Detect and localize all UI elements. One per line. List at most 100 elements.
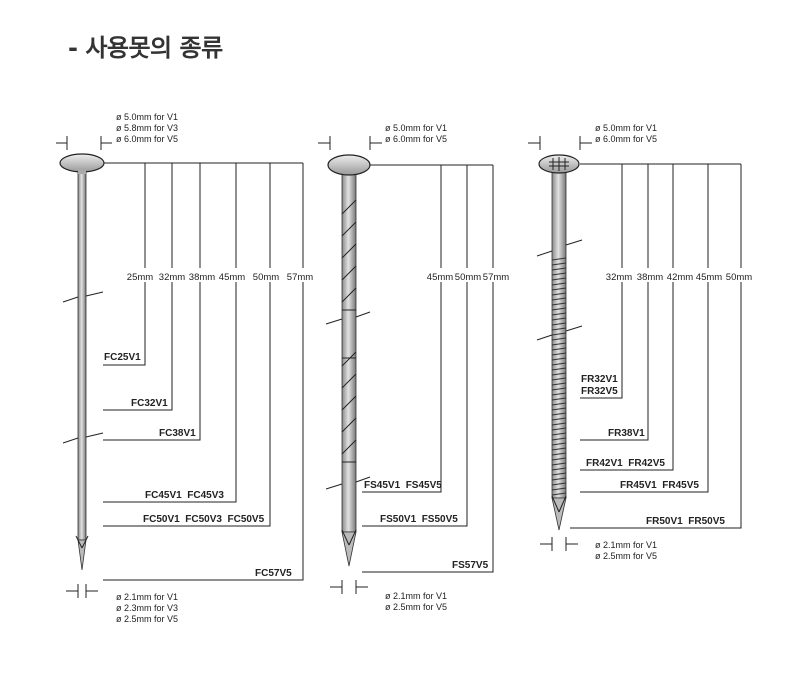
ring-groove	[551, 487, 567, 491]
svg-text:ø 5.0mm for V1: ø 5.0mm for V1	[385, 123, 447, 133]
length-reference-lines	[362, 164, 494, 573]
ring-groove	[551, 452, 567, 456]
model-label: FS45V1 FS45V5	[364, 480, 442, 491]
length-label: 38mm	[637, 272, 663, 283]
ring-groove	[551, 372, 567, 376]
page-title: - 사용못의 종류	[68, 34, 223, 62]
ring-groove	[551, 457, 567, 461]
svg-text:ø 6.0mm for V5: ø 6.0mm for V5	[116, 134, 178, 144]
head-diameter-specs: ø 5.0mm for V1 ø 5.8mm for V3 ø 6.0mm fo…	[116, 112, 178, 144]
ring-groove	[551, 307, 567, 311]
ring-groove	[551, 342, 567, 346]
ring-groove	[551, 422, 567, 426]
length-label: 42mm	[667, 272, 693, 283]
ring-groove	[551, 302, 567, 306]
ring-groove	[551, 332, 567, 336]
model-label: FC50V1 FC50V3 FC50V5	[143, 514, 265, 525]
svg-text:ø 5.0mm for V1: ø 5.0mm for V1	[595, 123, 657, 133]
length-labels: 45mm 50mm 57mm	[424, 268, 510, 283]
head-diameter-specs: ø 5.0mm for V1 ø 6.0mm for V5	[385, 123, 447, 144]
model-label: FR38V1	[608, 428, 645, 439]
ring-groove	[551, 297, 567, 301]
length-label: 32mm	[606, 272, 632, 283]
nail-fr-illustration	[536, 154, 583, 531]
length-label: 25mm	[127, 272, 153, 283]
ring-groove	[551, 382, 567, 386]
model-label: FR42V1 FR42V5	[586, 458, 665, 469]
svg-text:ø 2.1mm for V1: ø 2.1mm for V1	[595, 540, 657, 550]
ring-groove	[551, 402, 567, 406]
head-dimension-marker	[528, 136, 592, 150]
ring-groove	[551, 477, 567, 481]
svg-text:ø 6.0mm for V5: ø 6.0mm for V5	[595, 134, 657, 144]
model-label: FR45V1 FR45V5	[620, 480, 699, 491]
model-label: FR50V1 FR50V5	[646, 516, 725, 527]
ring-groove	[551, 347, 567, 351]
ring-groove	[551, 352, 567, 356]
ring-groove	[551, 437, 567, 441]
nail-fs: ø 5.0mm for V1 ø 6.0mm for V5	[318, 123, 510, 612]
shank-dimension-marker	[66, 584, 98, 598]
svg-text:ø 5.0mm for V1: ø 5.0mm for V1	[116, 112, 178, 122]
svg-text:ø 2.5mm for V5: ø 2.5mm for V5	[595, 551, 657, 561]
length-label: 32mm	[159, 272, 185, 283]
ring-groove	[551, 467, 567, 471]
ring-groove	[551, 482, 567, 486]
ring-groove	[551, 392, 567, 396]
ring-groove	[551, 317, 567, 321]
shank-diameter-specs: ø 2.1mm for V1 ø 2.3mm for V3 ø 2.5mm fo…	[116, 592, 178, 624]
ring-groove	[551, 257, 567, 261]
ring-groove	[551, 312, 567, 316]
length-label: 57mm	[287, 272, 313, 283]
ring-groove	[551, 362, 567, 366]
ring-shank-grooves	[551, 257, 567, 496]
ring-groove	[551, 397, 567, 401]
nail-fr: ø 5.0mm for V1 ø 6.0mm for V5	[528, 123, 755, 561]
model-label: FR32V1	[581, 374, 618, 385]
svg-text:ø 6.0mm for V5: ø 6.0mm for V5	[385, 134, 447, 144]
ring-groove	[551, 337, 567, 341]
svg-text:ø 5.8mm for V3: ø 5.8mm for V3	[116, 123, 178, 133]
length-reference-lines	[570, 163, 742, 529]
shank-diameter-specs: ø 2.1mm for V1 ø 2.5mm for V5	[385, 591, 447, 612]
model-label: FC32V1	[131, 398, 168, 409]
ring-groove	[551, 447, 567, 451]
ring-groove	[551, 262, 567, 266]
nail-fc: ø 5.0mm for V1 ø 5.8mm for V3 ø 6.0mm fo…	[56, 112, 313, 624]
ring-groove	[551, 327, 567, 331]
length-label: 57mm	[483, 272, 509, 283]
shank-diameter-specs: ø 2.1mm for V1 ø 2.5mm for V5	[595, 540, 657, 561]
ring-groove	[551, 277, 567, 281]
ring-groove	[551, 322, 567, 326]
ring-groove	[551, 427, 567, 431]
head-pattern	[549, 157, 569, 171]
ring-groove	[551, 442, 567, 446]
ring-groove	[551, 462, 567, 466]
model-labels: FS45V1 FS45V5 FS50V1 FS50V5 FS57V5	[364, 480, 489, 571]
length-labels: 25mm 32mm 38mm 45mm 50mm 57mm	[123, 268, 313, 283]
length-label: 38mm	[189, 272, 215, 283]
nail-fc-illustration	[59, 153, 105, 571]
ring-groove	[551, 472, 567, 476]
ring-groove	[551, 377, 567, 381]
head-diameter-v5: 6.0mm for V5	[124, 134, 178, 144]
ring-groove	[551, 267, 567, 271]
svg-text:ø 2.1mm for V1: ø 2.1mm for V1	[116, 592, 178, 602]
ring-groove	[551, 282, 567, 286]
length-labels: 32mm 38mm 42mm 45mm 50mm	[603, 268, 755, 283]
model-label: FR32V5	[581, 386, 618, 397]
model-label: FC45V1 FC45V3	[145, 490, 224, 501]
svg-text:ø 2.5mm for V5: ø 2.5mm for V5	[385, 602, 447, 612]
head-dimension-marker	[318, 136, 382, 150]
head-diameter-v3: 5.8mm for V3	[124, 123, 178, 133]
model-label: FC38V1	[159, 428, 196, 439]
length-label: 45mm	[696, 272, 722, 283]
model-label: FC25V1	[104, 352, 141, 363]
ring-groove	[551, 357, 567, 361]
shank-dimension-marker	[540, 537, 578, 551]
svg-text:ø 2.5mm for V5: ø 2.5mm for V5	[116, 614, 178, 624]
model-label: FS50V1 FS50V5	[380, 514, 458, 525]
nail-fs-illustration	[325, 154, 371, 567]
head-diameter-v1: 5.0mm for V1	[124, 112, 178, 122]
